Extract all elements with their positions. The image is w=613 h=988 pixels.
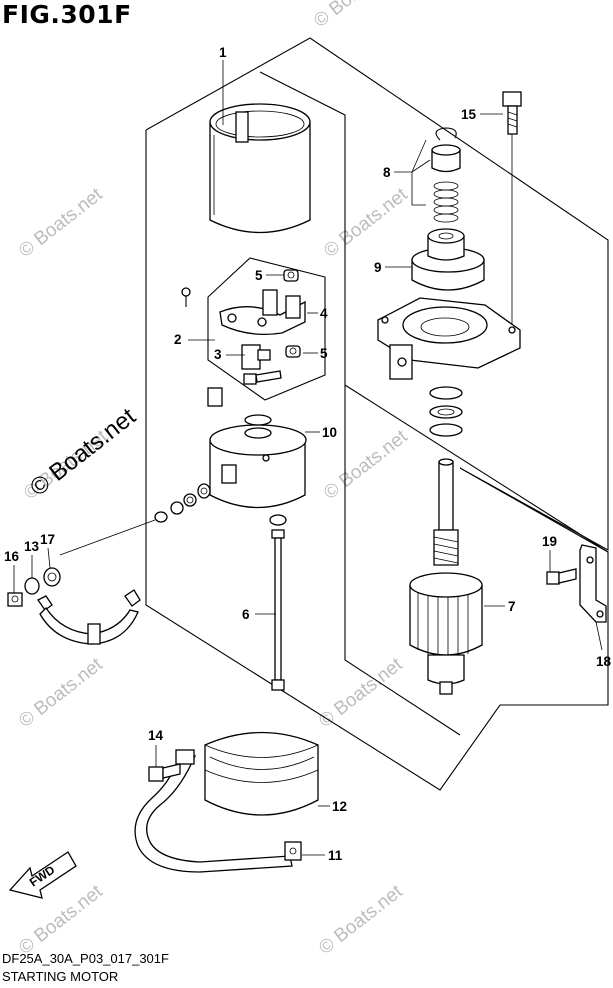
watermark-text: © Boats.net: [310, 0, 402, 32]
drive-housing: [377, 297, 521, 380]
figure-code: DF25A_30A_P03_017_301F: [2, 951, 169, 966]
callout-5-upper: 5: [255, 268, 263, 283]
nut-16: [7, 592, 23, 607]
watermark-text: © Boats.net: [25, 403, 141, 502]
bolt-19: [546, 568, 577, 585]
fwd-arrow-icon: FWD: [8, 851, 77, 899]
figure-title: FIG.301F: [2, 0, 132, 29]
callout-3: 3: [214, 347, 222, 362]
callout-16: 16: [4, 549, 20, 564]
spring-lower: [285, 345, 301, 358]
nut-block: [207, 387, 223, 407]
leader-washers: [59, 519, 156, 556]
spring-upper: [283, 269, 299, 282]
inner-boundary: [259, 71, 461, 736]
washer-stack: [154, 483, 211, 523]
washer-17: [43, 567, 61, 587]
brush: [241, 344, 271, 370]
callout-15: 15: [461, 107, 477, 122]
mounting-band: [204, 731, 319, 816]
small-screw: [181, 287, 191, 307]
leader-lines: [13, 60, 603, 856]
watermark-text: © Boats.net: [15, 184, 107, 262]
callout-2: 2: [174, 332, 182, 347]
callout-18: 18: [596, 654, 612, 669]
brush-bolt: [243, 370, 282, 385]
armature: [409, 458, 483, 695]
bolt-15: [502, 91, 522, 135]
stop-ring: [435, 127, 457, 141]
washer-13: [24, 577, 40, 595]
callout-10: 10: [322, 425, 337, 440]
bolt-14: [148, 763, 181, 782]
bracket-18: [579, 544, 607, 623]
callout-7: 7: [508, 599, 516, 614]
yoke-cylinder: [209, 103, 311, 234]
strap: [134, 749, 302, 873]
callout-8: 8: [383, 165, 391, 180]
pinion-spring: [433, 181, 459, 223]
callout-17: 17: [40, 532, 55, 547]
brush-group-box: [207, 257, 326, 401]
callout-4: 4: [320, 306, 328, 321]
lead-wire: [37, 589, 141, 645]
callout-12: 12: [332, 799, 347, 814]
brush-holder: [219, 289, 306, 336]
figure-caption: STARTING MOTOR: [2, 969, 119, 984]
callout-14: 14: [148, 728, 164, 743]
watermark-text: © Boats.net: [320, 184, 412, 262]
watermark-text: © Boats.net: [315, 881, 407, 959]
inner-boundary-split: [344, 384, 609, 553]
end-frame: [209, 414, 307, 509]
callout-11: 11: [328, 848, 343, 863]
callouts: 1 2 3 4 5 5 6 7 8 9 10 11 12 13 14 15 16…: [4, 45, 612, 863]
callout-13: 13: [24, 539, 40, 554]
through-bolt: [269, 514, 287, 691]
callout-1: 1: [219, 45, 227, 60]
pinion-collar: [431, 144, 461, 173]
callout-5-lower: 5: [320, 346, 328, 361]
callout-6: 6: [242, 607, 250, 622]
callout-9: 9: [374, 260, 382, 275]
armature-washers: [429, 386, 463, 437]
pinion-gear: [411, 228, 485, 291]
watermark-text: © Boats.net: [15, 654, 107, 732]
callout-19: 19: [542, 534, 557, 549]
